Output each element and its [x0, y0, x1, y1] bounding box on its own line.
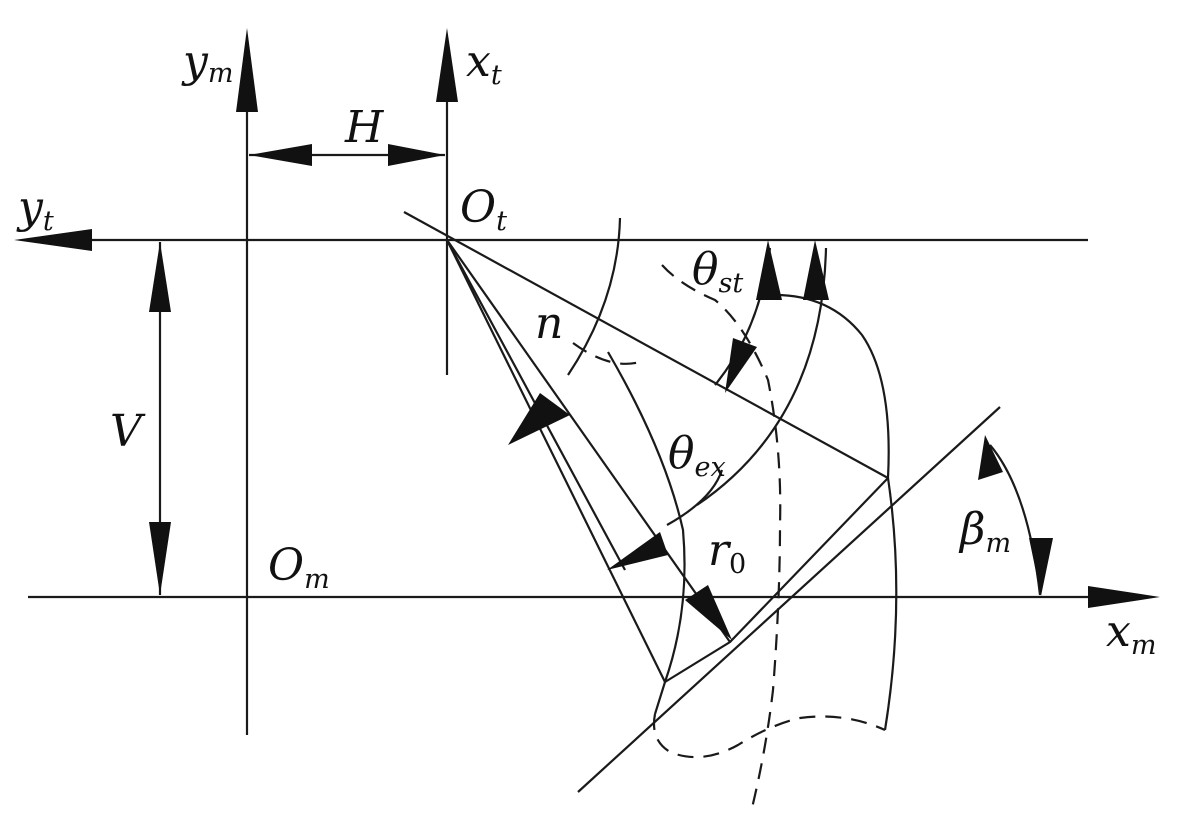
- theta-st-arrowhead-top-left: [756, 240, 782, 300]
- beta-arrowhead-bottom: [1029, 538, 1053, 596]
- dimension-h: [249, 144, 445, 166]
- theta-st-arrowhead-bottom: [725, 338, 757, 393]
- label-theta-st: θst: [692, 244, 743, 299]
- label-xm: xm: [1106, 606, 1156, 661]
- xm-arrowhead: [1088, 586, 1160, 608]
- yt-arrowhead: [14, 229, 92, 251]
- angle-arrows: [508, 240, 1053, 640]
- label-theta-ex: θex: [668, 428, 726, 483]
- axes: [14, 28, 1160, 735]
- label-ot: Ot: [460, 182, 507, 237]
- blade-outline: [607, 293, 898, 731]
- beta-arrowhead-top: [978, 435, 1003, 480]
- label-yt: yt: [16, 182, 54, 237]
- ym-arrowhead: [236, 28, 258, 112]
- label-h: H: [344, 102, 385, 153]
- label-beta-m: βm: [958, 504, 1011, 559]
- label-v: V: [110, 406, 146, 457]
- label-ym: ym: [181, 36, 233, 89]
- label-n: n: [535, 298, 563, 349]
- theta-ex-arrowhead: [607, 532, 668, 570]
- xt-arrowhead: [436, 28, 458, 102]
- inclined-line: [577, 406, 1001, 793]
- line-through-ot: [403, 211, 889, 479]
- label-om: Om: [268, 540, 330, 595]
- r0-arrowhead: [685, 585, 732, 640]
- label-xt: xt: [466, 36, 502, 91]
- theta-st-arrowhead-top-right: [803, 240, 829, 300]
- labels: ym xt H yt Ot θst n V θex r0 βm Om xm: [16, 36, 1156, 661]
- dashed-contours: [572, 264, 886, 809]
- dimension-v: [149, 242, 171, 595]
- label-r0: r0: [708, 525, 746, 580]
- rotation-arrowhead: [508, 393, 570, 445]
